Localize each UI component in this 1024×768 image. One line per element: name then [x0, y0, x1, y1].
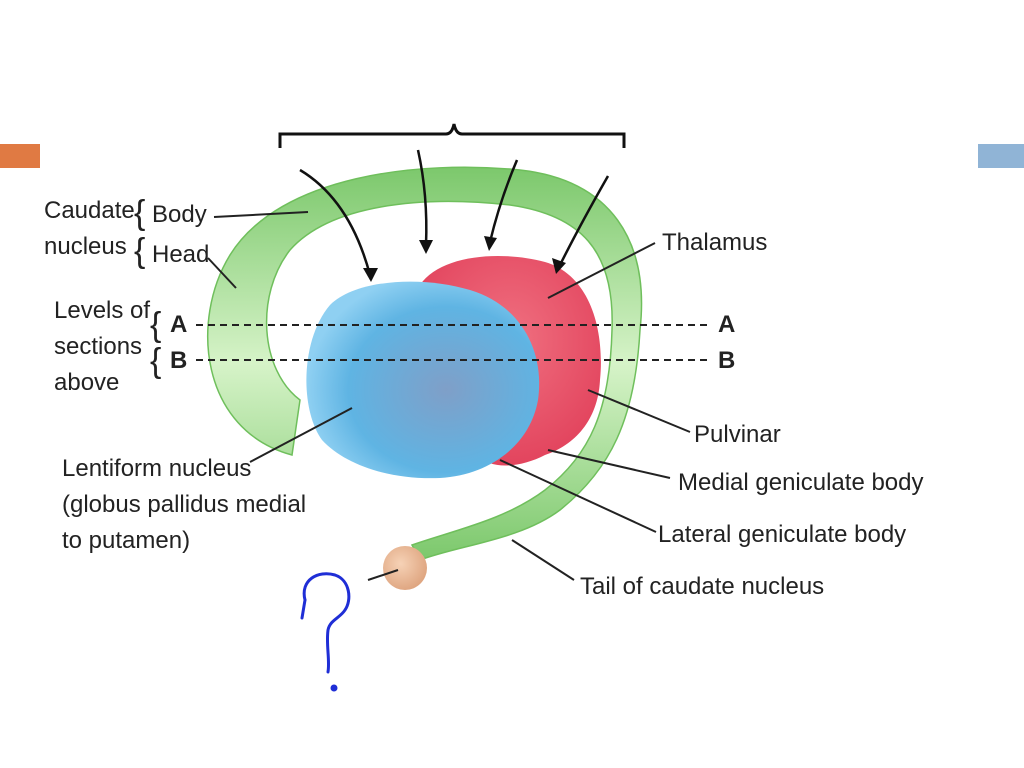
brace-arrows — [299, 149, 610, 276]
caudate-title-line2: nucleus — [44, 233, 127, 260]
handwritten-head-question-icon — [300, 572, 351, 692]
lateral-geniculate-label: Lateral geniculate body — [658, 521, 906, 548]
lentiform-line3: to putamen) — [62, 527, 190, 554]
accent-bar-left — [0, 144, 40, 168]
lentiform-line2: (globus pallidus medial — [62, 491, 306, 518]
caudate-body-label: Body — [152, 201, 207, 228]
levels-line2: sections — [54, 333, 142, 360]
arrowheads — [363, 236, 566, 282]
level-b-left: B — [170, 347, 187, 374]
pulvinar-label: Pulvinar — [694, 421, 781, 448]
levels-brace-2: { — [150, 342, 161, 380]
caudate-brace-bottom: { — [134, 232, 145, 270]
caudate-head-label: Head — [152, 241, 209, 268]
leader-lines — [207, 211, 691, 581]
caudate-title-line1: Caudate — [44, 197, 135, 224]
accent-bar-right — [978, 144, 1024, 168]
levels-brace: { — [150, 306, 161, 344]
level-a-right: A — [718, 311, 735, 338]
lentiform-line1: Lentiform nucleus — [62, 455, 251, 482]
levels-line1: Levels of — [54, 297, 150, 324]
level-b-right: B — [718, 347, 735, 374]
lentiform-nucleus-shape — [306, 281, 540, 479]
top-brace-icon — [278, 123, 626, 148]
medial-geniculate-label: Medial geniculate body — [678, 469, 924, 496]
thalamus-label: Thalamus — [662, 229, 767, 256]
caudate-brace-top: { — [134, 194, 145, 232]
level-a-left: A — [170, 311, 187, 338]
tail-caudate-label: Tail of caudate nucleus — [580, 573, 824, 600]
levels-line3: above — [54, 369, 119, 396]
caudate-nucleus-shape — [206, 166, 643, 561]
amygdala-shape — [383, 546, 427, 590]
